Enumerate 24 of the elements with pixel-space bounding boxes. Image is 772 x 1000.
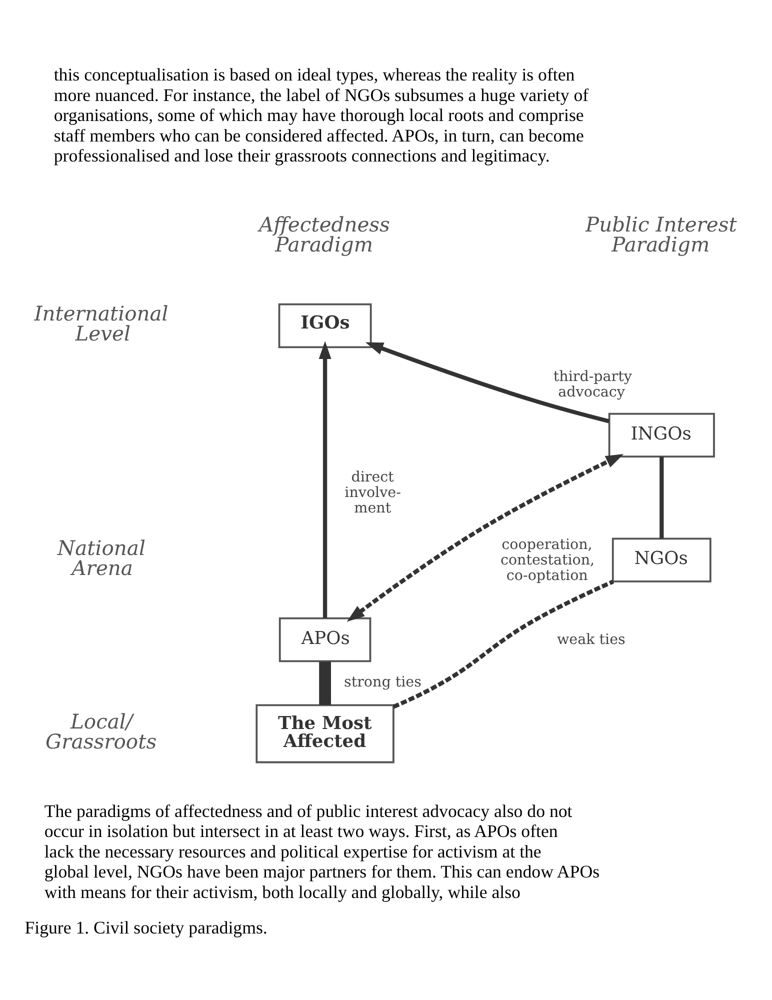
label: Affectedness Paradigm: [259, 212, 390, 257]
edge-label: strong ties: [344, 674, 422, 690]
label: The paradigms of affectedness and of public interest advocacy also do not occur in isolation but intersect in at least two ways. First, as APOs often lack the necessary resources and political expertise for activism at the global level, NGOs have been major partners for them. This can endow APOs with means for their activism, both locally and globally, while also: [44, 800, 600, 902]
arrow: [346, 454, 624, 622]
arrow: [318, 341, 332, 618]
node-box: IGOs: [278, 303, 372, 348]
node-box: INGOs: [608, 412, 715, 458]
edge-label: weak ties: [556, 632, 626, 648]
connector: [392, 580, 614, 709]
label: International Level: [34, 302, 168, 346]
label: Local/ Grassroots: [46, 709, 157, 754]
node-box: The Most Affected: [256, 704, 394, 764]
label: National Arena: [57, 536, 146, 580]
caption: Figure 1. Civil society paradigms.: [24, 918, 268, 938]
connector: [660, 456, 664, 539]
node-box: APOs: [278, 617, 372, 662]
label: Public Interest Paradigm: [586, 212, 737, 257]
label: this conceptualisation is based on ideal types, whereas the reality is often more nuanced. For instance, the label of NGOs subsumes a huge variety of organisations, some of which may have thorough local roots and comprise staff members who can be considered affected. APOs, in turn, can become professionalised and lose their grassroots connections and legitimacy.: [54, 64, 589, 166]
edge-label: third-party advocacy: [553, 369, 632, 401]
node-box: NGOs: [612, 538, 712, 582]
connector: [319, 662, 331, 706]
edge-label: cooperation, contestation, co-optation: [500, 536, 595, 584]
edge-label: direct involve- ment: [344, 470, 401, 517]
arrow: [365, 342, 610, 424]
